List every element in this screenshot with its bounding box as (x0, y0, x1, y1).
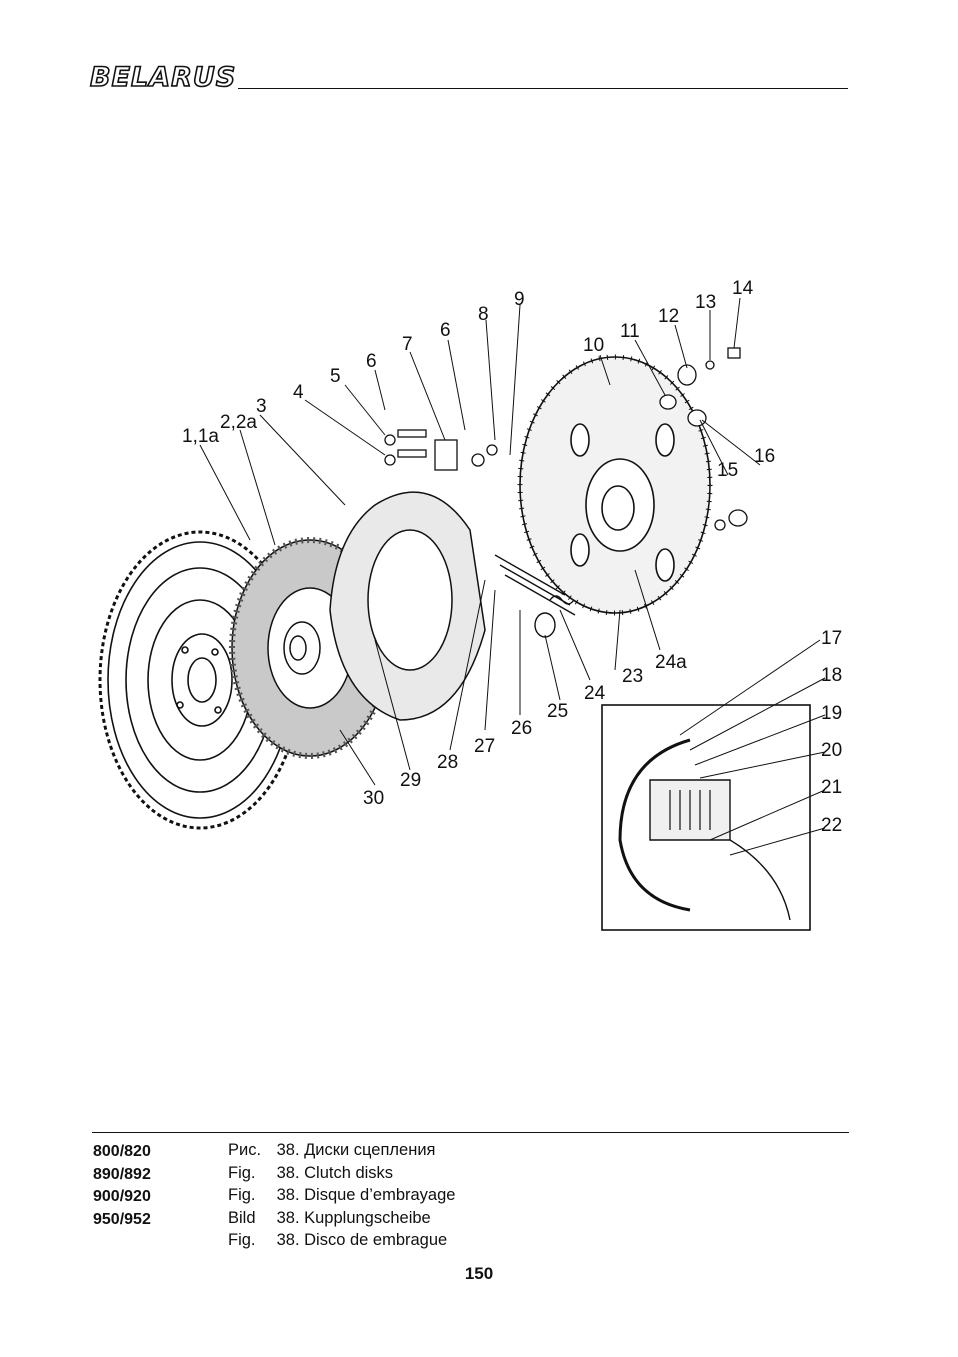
caption-kind: Bild (228, 1208, 256, 1227)
callout-1: 1,1a (182, 426, 219, 447)
callout-19: 19 (821, 703, 842, 724)
callout-24a: 24a (655, 652, 687, 673)
model-item: 890/892 (93, 1165, 151, 1183)
clutch-exploded-diagram: 1,1a 2,2a 3 4 5 6 6 7 8 9 10 11 12 13 14… (90, 280, 850, 940)
callout-25: 25 (547, 701, 568, 722)
callout-23: 23 (622, 666, 643, 687)
callout-11: 11 (620, 321, 640, 342)
model-item: 950/952 (93, 1210, 151, 1228)
callout-4: 4 (293, 382, 304, 403)
callout-6a: 6 (366, 351, 377, 372)
callout-2: 2,2a (220, 412, 257, 433)
caption-kind: Fig. (228, 1163, 256, 1182)
callout-5: 5 (330, 366, 341, 387)
pressure-plate (329, 491, 486, 721)
footer-rule (92, 1132, 849, 1133)
callout-14: 14 (732, 280, 754, 299)
callout-18: 18 (821, 665, 842, 686)
caption-text: 38. Disco de embrague (276, 1231, 448, 1249)
callout-26: 26 (511, 718, 532, 739)
callout-17: 17 (821, 628, 842, 649)
callout-21: 21 (821, 777, 842, 798)
header-rule (238, 88, 848, 89)
caption-en: Fig. 38. Clutch disks (228, 1162, 455, 1185)
brand-logo: BELARUS (89, 61, 237, 94)
caption-kind: Рис. (228, 1141, 262, 1159)
callout-13: 13 (695, 292, 716, 313)
callout-24: 24 (584, 683, 606, 704)
callout-12: 12 (658, 306, 679, 327)
model-item: 900/920 (93, 1188, 151, 1205)
caption-fr: Fig. 38. Disque d’embrayage (228, 1184, 455, 1207)
caption-kind: Fig. (228, 1186, 256, 1204)
figure-captions: Рис. 38. Диски сцепления Fig. 38. Clutch… (228, 1139, 455, 1252)
callout-20: 20 (821, 740, 842, 761)
caption-ru: Рис. 38. Диски сцепления (228, 1139, 455, 1162)
caption-text: 38. Диски сцепления (276, 1141, 436, 1159)
callout-22: 22 (821, 815, 842, 836)
caption-de: Bild 38. Kupplungscheibe (228, 1207, 455, 1230)
callout-labels: 1,1a 2,2a 3 4 5 6 6 7 8 9 10 11 12 13 14… (182, 280, 842, 836)
clutch-cover (517, 354, 713, 616)
callout-28: 28 (437, 752, 458, 773)
callout-9: 9 (514, 289, 525, 310)
caption-text: 38. Kupplungscheibe (276, 1208, 431, 1227)
callout-27: 27 (474, 736, 495, 757)
caption-es: Fig. 38. Disco de embrague (228, 1229, 455, 1252)
model-list: 800/820 890/892 900/920 950/952 (93, 1141, 151, 1231)
callout-30: 30 (363, 788, 384, 809)
callout-15: 15 (717, 460, 738, 481)
caption-text: 38. Disque d’embrayage (276, 1186, 456, 1204)
page-number: 150 (464, 1264, 494, 1283)
callout-8: 8 (478, 304, 489, 325)
callout-29: 29 (400, 770, 421, 791)
model-item: 800/820 (93, 1143, 151, 1160)
caption-text: 38. Clutch disks (276, 1163, 394, 1182)
callout-3: 3 (256, 396, 267, 417)
callout-6b: 6 (440, 320, 451, 341)
callout-10: 10 (583, 335, 604, 356)
caption-kind: Fig. (228, 1231, 256, 1249)
fasteners (384, 347, 748, 531)
leader-lines (199, 297, 826, 856)
detail-inset (601, 704, 811, 931)
callout-7: 7 (402, 334, 413, 355)
callout-16: 16 (754, 446, 775, 467)
